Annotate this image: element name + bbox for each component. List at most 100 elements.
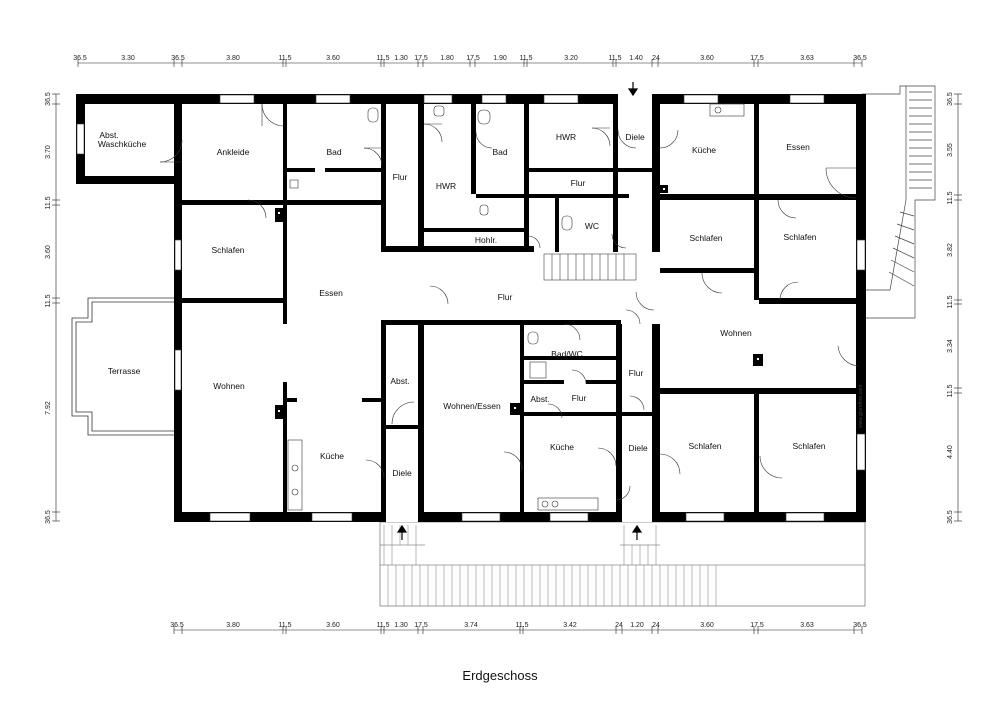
room-label: Essen xyxy=(786,142,810,152)
entrance-steps xyxy=(379,521,866,607)
dim-top-label: 3.60 xyxy=(326,55,340,62)
dim-bottom-label: 17.5 xyxy=(414,622,428,629)
dim-bottom-label: 36.5 xyxy=(170,622,184,629)
room-label: Flur xyxy=(571,178,586,188)
interior-stair xyxy=(543,253,637,281)
dim-bottom-label: 11.5 xyxy=(278,622,291,629)
watermark-text: www.grundriss.com xyxy=(858,385,864,428)
dimension-right xyxy=(954,93,962,522)
dim-bottom-label: 1.30 xyxy=(394,622,408,629)
room-label: Schlafen xyxy=(792,441,825,451)
room-label: Abst. xyxy=(390,376,409,386)
dimension-top xyxy=(77,59,863,67)
room-label: Waschküche xyxy=(98,139,147,149)
room-label: Ankleide xyxy=(217,147,250,157)
dim-bottom-label: 3.42 xyxy=(563,622,577,629)
dimension-top-labels: 36.5 3.30 36.5 3.80 11.5 3.60 11.5 1.30 … xyxy=(73,55,867,62)
room-label: Schlafen xyxy=(689,233,722,243)
room-label: Bad xyxy=(492,147,507,157)
dim-top-label: 36.5 xyxy=(171,55,185,62)
dim-top-label: 11.5 xyxy=(608,55,621,62)
windows xyxy=(76,94,866,522)
dim-bottom-label: 11.5 xyxy=(515,622,528,629)
room-labels: Abst. Waschküche Ankleide Bad Flur HWR B… xyxy=(98,130,826,478)
room-label: Flur xyxy=(498,292,513,302)
dim-right-label: 3.82 xyxy=(947,243,954,257)
step-lines xyxy=(383,525,717,606)
dim-top-label: 3.60 xyxy=(700,55,714,62)
room-label: Küche xyxy=(320,451,344,461)
dim-bottom-label: 24 xyxy=(615,622,623,629)
dim-right-label: 11.5 xyxy=(947,191,954,204)
dim-top-label: 1.80 xyxy=(440,55,454,62)
dim-bottom-label: 11.5 xyxy=(376,622,389,629)
room-label: WC xyxy=(585,221,599,231)
dimension-bottom xyxy=(173,626,863,634)
dimension-right-labels: 36.5 3.55 11.5 3.82 11.5 3.34 11.5 4.40 … xyxy=(947,92,954,524)
dim-bottom-label: 1.20 xyxy=(630,622,644,629)
room-label: Abst. xyxy=(530,394,549,404)
room-label: Bad xyxy=(326,147,341,157)
dim-top-label: 3.30 xyxy=(121,55,135,62)
room-label: Wohnen/Essen xyxy=(443,401,501,411)
room-label: Schlafen xyxy=(688,441,721,451)
dim-bottom-label: 3.60 xyxy=(700,622,714,629)
dim-bottom-label: 3.63 xyxy=(800,622,814,629)
dim-left-label: 3.70 xyxy=(45,145,52,159)
dim-top-label: 17.5 xyxy=(466,55,480,62)
dim-bottom-label: 36.5 xyxy=(853,622,867,629)
dim-bottom-label: 3.74 xyxy=(464,622,478,629)
column-markers xyxy=(278,188,759,412)
room-label: Diele xyxy=(392,468,412,478)
dim-right-label: 11.5 xyxy=(947,384,954,397)
dim-right-label: 3.55 xyxy=(947,143,954,157)
room-label: Flur xyxy=(572,393,587,403)
dim-bottom-label: 24 xyxy=(652,622,660,629)
walls xyxy=(76,94,866,522)
dim-top-label: 17.5 xyxy=(414,55,428,62)
room-label: HWR xyxy=(556,132,576,142)
side-stair xyxy=(862,85,936,319)
door-swings xyxy=(159,103,859,501)
room-label: Terrasse xyxy=(108,366,141,376)
dim-top-label: 11.5 xyxy=(278,55,291,62)
dim-right-label: 11.5 xyxy=(947,295,954,308)
room-label: Schlafen xyxy=(211,245,244,255)
fixtures xyxy=(287,103,745,511)
room-label: Essen xyxy=(319,288,343,298)
dim-bottom-label: 17.5 xyxy=(750,622,764,629)
room-label: Küche xyxy=(550,442,574,452)
room-label: Schlafen xyxy=(783,232,816,242)
dim-left-label: 3.60 xyxy=(45,245,52,259)
dim-top-label: 36.5 xyxy=(73,55,87,62)
room-label: Küche xyxy=(692,145,716,155)
dim-top-label: 24 xyxy=(652,55,660,62)
dimension-left-labels: 36.5 3.70 11.5 3.60 11.5 7.92 36.5 xyxy=(45,92,52,524)
dim-right-label: 4.40 xyxy=(947,445,954,459)
dim-top-label: 17.5 xyxy=(750,55,764,62)
dim-top-label: 3.80 xyxy=(226,55,240,62)
dim-top-label: 3.20 xyxy=(564,55,578,62)
dim-left-label: 11.5 xyxy=(45,294,52,307)
dim-top-label: 1.90 xyxy=(493,55,507,62)
dim-bottom-label: 3.60 xyxy=(326,622,340,629)
room-label: HWR xyxy=(436,181,456,191)
room-label: Abst. xyxy=(99,130,118,140)
room-label: Wohnen xyxy=(213,381,245,391)
dim-left-label: 36.5 xyxy=(45,510,52,524)
room-label: Wohnen xyxy=(720,328,752,338)
dimension-left xyxy=(52,93,60,522)
room-label: Diele xyxy=(625,132,645,142)
dim-right-label: 36.5 xyxy=(947,92,954,106)
dim-top-label: 1.30 xyxy=(394,55,408,62)
dim-left-label: 36.5 xyxy=(45,92,52,106)
terrace xyxy=(71,297,174,436)
entrance-arrows xyxy=(396,82,643,540)
dim-top-label: 11.5 xyxy=(519,55,532,62)
room-label: Flur xyxy=(393,172,408,182)
dim-left-label: 7.92 xyxy=(45,401,52,415)
dim-top-label: 3.63 xyxy=(800,55,814,62)
room-label: Bad/WC xyxy=(551,349,583,359)
dimension-bottom-labels: 36.5 3.80 11.5 3.60 11.5 1.30 17.5 3.74 … xyxy=(170,622,867,629)
